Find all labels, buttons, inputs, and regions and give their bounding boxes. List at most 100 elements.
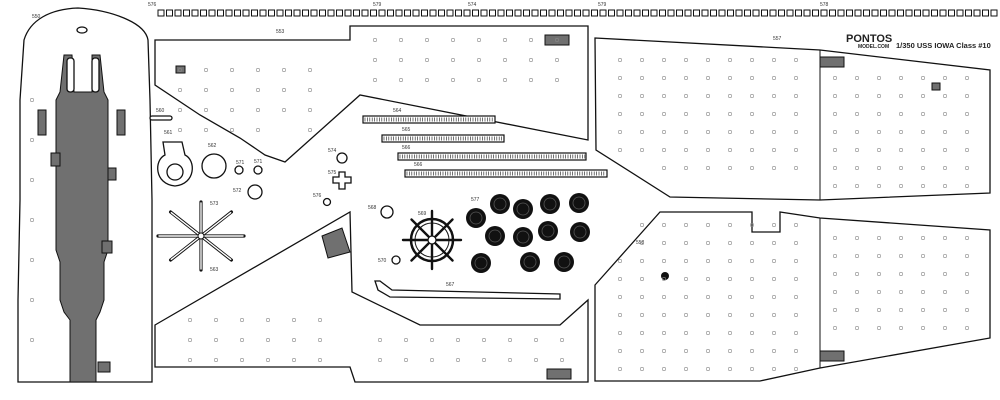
perforation-slot	[871, 9, 879, 17]
perforation-slot	[259, 9, 267, 17]
hole	[683, 94, 688, 99]
hole	[377, 357, 382, 362]
perforation-slot	[812, 9, 819, 17]
hole	[683, 366, 688, 371]
hole	[639, 258, 644, 263]
perforation-slot	[795, 9, 802, 17]
perforation-slot	[285, 9, 292, 17]
hole	[291, 337, 296, 342]
hole	[178, 68, 183, 73]
perforation-slot	[540, 9, 547, 17]
hole	[832, 184, 837, 189]
hole	[793, 258, 798, 263]
perforation-slot	[727, 9, 734, 17]
black-disc-ring	[516, 230, 530, 244]
hole	[771, 130, 776, 135]
black-disc-ring	[493, 197, 507, 211]
hole	[617, 312, 622, 317]
perforation-slot	[693, 9, 700, 17]
hole	[661, 330, 666, 335]
hole	[29, 178, 34, 183]
hole	[749, 166, 754, 171]
label-571b: 571	[254, 159, 263, 165]
label-top-579b: 579	[598, 2, 607, 8]
railing-strip	[397, 152, 587, 161]
hole	[307, 128, 312, 133]
perforation-slot	[217, 9, 224, 17]
perforation-slot	[829, 9, 836, 17]
label-557: 557	[773, 36, 782, 42]
hole	[29, 138, 34, 143]
hole	[898, 76, 903, 81]
hole	[317, 317, 322, 322]
hole	[372, 78, 377, 83]
perforation-slot	[888, 9, 896, 17]
hole	[281, 68, 286, 73]
hole	[476, 37, 481, 42]
hole	[832, 148, 837, 153]
black-disc-ring	[516, 202, 530, 216]
hole	[942, 166, 947, 171]
hole	[854, 307, 859, 312]
hole	[554, 57, 559, 62]
hole	[214, 337, 219, 342]
railing-strips	[362, 115, 608, 178]
perforation-slot	[667, 9, 675, 17]
hole	[317, 337, 322, 342]
hole	[683, 148, 688, 153]
perforation-slot	[446, 9, 454, 17]
hole	[793, 166, 798, 171]
hole	[683, 241, 688, 246]
hole	[898, 112, 903, 117]
hole	[749, 366, 754, 371]
hole	[727, 366, 732, 371]
hole	[749, 348, 754, 353]
black-disc-ring	[523, 255, 537, 269]
hole	[771, 112, 776, 117]
black-disc	[554, 252, 574, 272]
handle	[410, 238, 434, 262]
hole	[727, 294, 732, 299]
hole	[230, 88, 235, 93]
hole	[281, 88, 286, 93]
perforation-slot	[506, 9, 513, 17]
hole	[793, 223, 798, 228]
hole	[683, 348, 688, 353]
hole	[727, 348, 732, 353]
hole	[683, 294, 688, 299]
hole	[705, 241, 710, 246]
hole	[705, 76, 710, 81]
label-574: 574	[328, 148, 337, 154]
hole	[832, 325, 837, 330]
hole	[661, 276, 666, 281]
hole	[617, 276, 622, 281]
hole	[727, 166, 732, 171]
hole	[793, 94, 798, 99]
black-disc	[466, 208, 486, 228]
hole	[920, 94, 925, 99]
hole	[920, 254, 925, 259]
perforation-slot	[208, 9, 216, 17]
hole	[920, 184, 925, 189]
perforation-slot	[429, 9, 437, 17]
upper-right-deck	[594, 37, 991, 201]
perforation-slot	[242, 9, 250, 17]
upper-center-deck	[154, 25, 589, 163]
hole	[265, 357, 270, 362]
hole	[554, 78, 559, 83]
hole	[832, 94, 837, 99]
hole	[188, 357, 193, 362]
hole	[398, 37, 403, 42]
hole	[559, 337, 564, 342]
hole	[920, 289, 925, 294]
spoke-inner	[170, 235, 202, 261]
label-564: 564	[393, 108, 402, 114]
hole	[832, 307, 837, 312]
black-disc-ring	[572, 196, 586, 210]
hole	[793, 294, 798, 299]
hole	[639, 330, 644, 335]
handle	[410, 218, 434, 242]
label-571a: 571	[236, 160, 245, 166]
hole	[617, 94, 622, 99]
